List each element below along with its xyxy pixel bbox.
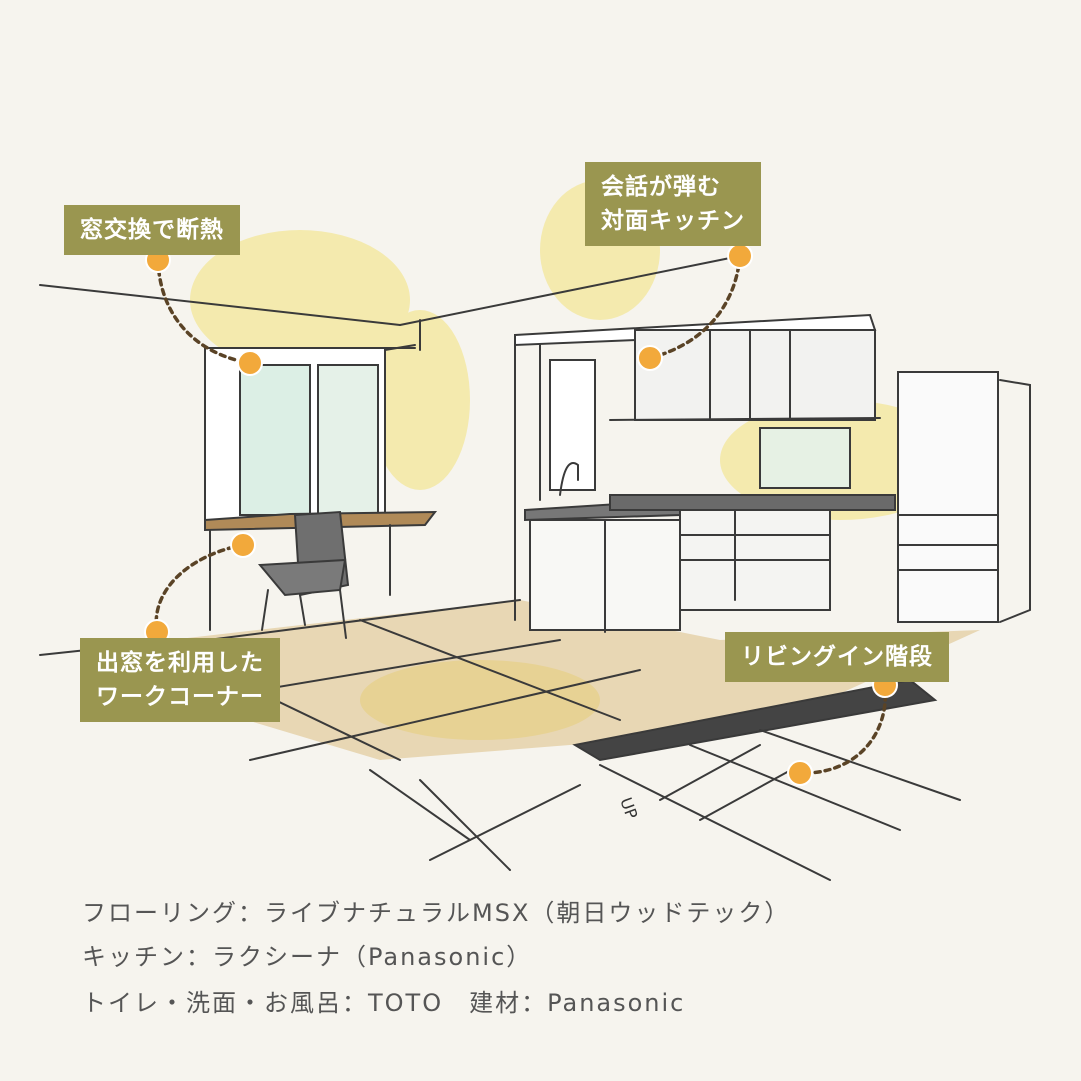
- callout-work-corner: 出窓を利用した ワークコーナー: [80, 638, 280, 722]
- callout-window: 窓交換で断熱: [64, 205, 240, 255]
- callout-kitchen: 会話が弾む 対面キッチン: [585, 162, 761, 246]
- leader-stairs: [798, 683, 888, 775]
- callout-work-corner-line2: ワークコーナー: [96, 684, 264, 710]
- spec-kitchen: キッチン：ラクシーナ（Panasonic）: [82, 943, 533, 971]
- marker-window: [237, 350, 263, 376]
- spec-flooring: フローリング：ライブナチュラルMSX（朝日ウッドテック）: [82, 899, 791, 927]
- marker-work-corner: [230, 532, 256, 558]
- callout-work-corner-line1: 出窓を利用した: [96, 650, 264, 676]
- marker-kitchen-label: [727, 243, 753, 269]
- leader-lines: [154, 254, 888, 775]
- callout-stairs: リビングイン階段: [725, 632, 949, 682]
- stair-up-text: UP: [616, 795, 641, 822]
- leader-window: [156, 258, 252, 365]
- leader-kitchen: [648, 254, 742, 360]
- spec-bath-materials: トイレ・洗面・お風呂：TOTO 建材：Panasonic: [82, 989, 686, 1017]
- leader-work-corner: [154, 543, 245, 634]
- callout-window-line1: 窓交換で断熱: [80, 217, 224, 243]
- callout-stairs-line1: リビングイン階段: [741, 644, 933, 670]
- marker-stairs: [787, 760, 813, 786]
- marker-kitchen: [637, 345, 663, 371]
- callout-kitchen-line2: 対面キッチン: [601, 208, 745, 234]
- callout-kitchen-line1: 会話が弾む: [601, 174, 721, 200]
